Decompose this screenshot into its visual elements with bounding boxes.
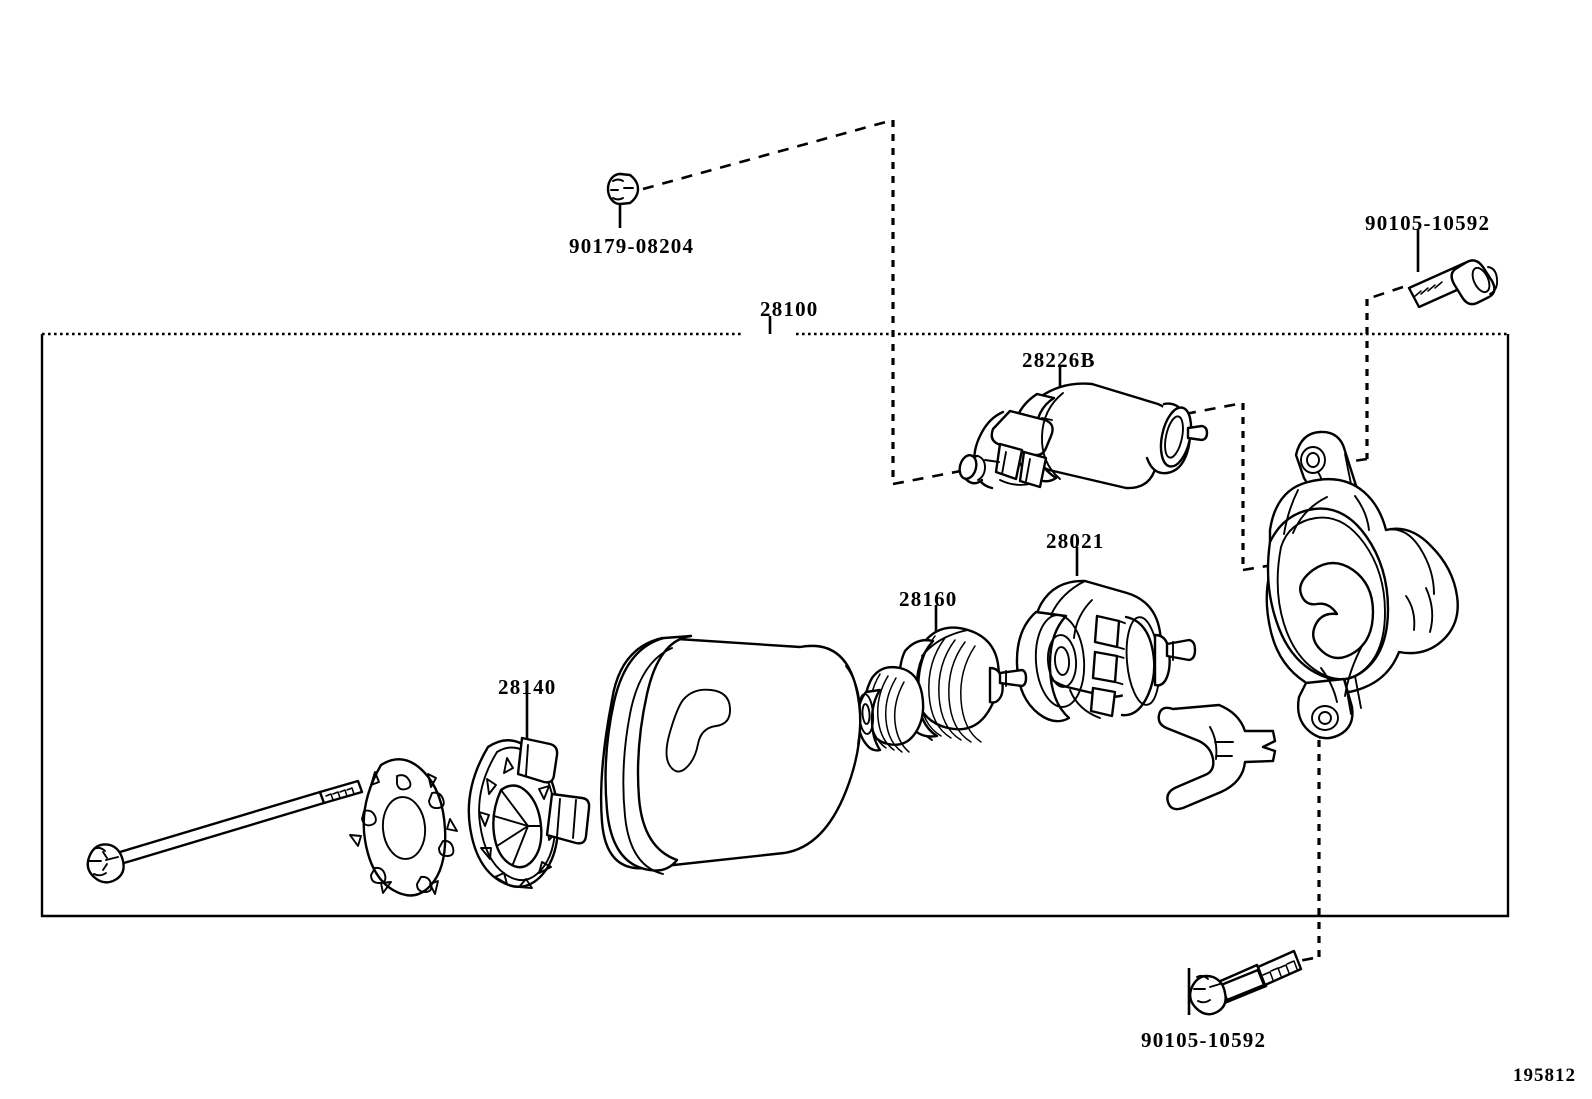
diagram-reference-number: 195812	[1513, 1065, 1576, 1086]
part-starter-clutch	[1015, 579, 1197, 723]
label-assembly: 28100	[760, 297, 819, 321]
part-magnetic-switch	[958, 382, 1209, 490]
leader-nut-dash-3	[892, 468, 967, 486]
part-shift-fork-lever	[1157, 703, 1277, 811]
label-bolt-lower: 90105-10592	[1141, 1028, 1267, 1052]
part-bolt-lower	[1188, 949, 1303, 1016]
label-armature: 28160	[899, 587, 958, 611]
part-brush-holder	[467, 736, 591, 889]
part-bolt-upper	[1407, 259, 1499, 309]
leader-nut-dash-1	[642, 118, 894, 191]
part-drive-housing	[1265, 430, 1459, 740]
label-brush-holder: 28140	[498, 675, 557, 699]
part-nut	[606, 172, 640, 206]
part-field-frame-yoke	[599, 634, 862, 875]
label-magnetic-switch: 28226B	[1022, 348, 1096, 372]
leader-bolt-top-dash-1	[1366, 285, 1404, 301]
part-through-bolt	[86, 779, 364, 884]
label-nut: 90179-08204	[569, 234, 695, 258]
part-armature	[856, 626, 1028, 753]
part-end-cap-plate	[349, 758, 458, 897]
assembly-boundary-box	[40, 332, 1510, 918]
label-bolt-upper: 90105-10592	[1365, 211, 1491, 235]
leader-solenoid-dash-1	[1184, 401, 1244, 416]
label-starter-clutch: 28021	[1046, 529, 1105, 553]
